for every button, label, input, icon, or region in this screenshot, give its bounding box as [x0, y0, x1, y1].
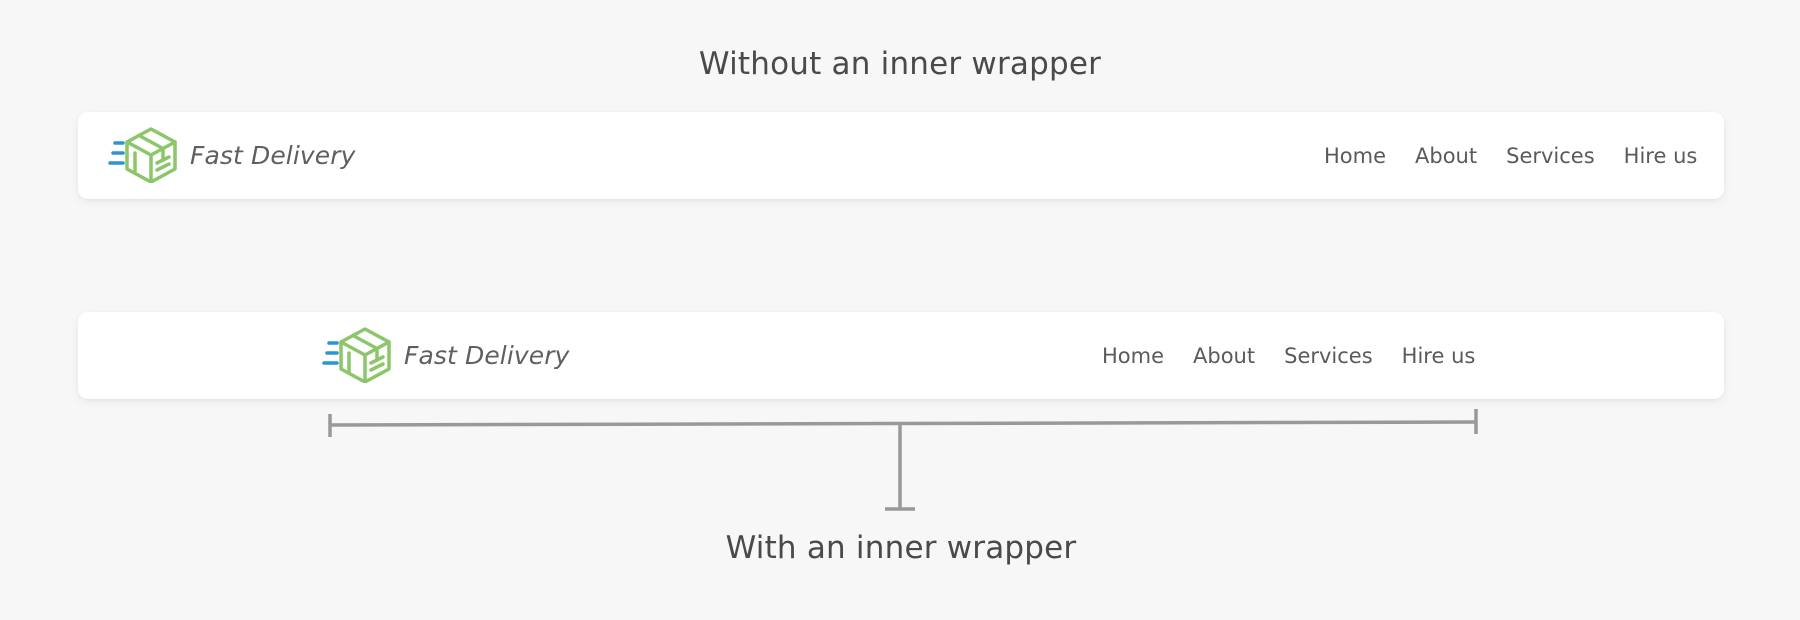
nav-services-link[interactable]: Services: [1284, 343, 1373, 368]
nav-hire-us-link[interactable]: Hire us: [1401, 343, 1476, 368]
delivery-box-icon: [322, 327, 394, 383]
caption-with-inner-wrapper: With an inner wrapper: [725, 530, 1077, 566]
brand-name: Fast Delivery: [404, 340, 570, 370]
nav-home-link[interactable]: Home: [1324, 143, 1387, 168]
nav-menu: Home About Services Hire us: [1102, 312, 1475, 399]
navbar-without-wrapper: Fast Delivery Home About Services Hire u…: [78, 112, 1724, 199]
nav-about-link[interactable]: About: [1415, 143, 1478, 168]
nav-services-link[interactable]: Services: [1506, 143, 1595, 168]
bracket-horizontal-line: [328, 420, 1478, 427]
nav-hire-us-link[interactable]: Hire us: [1623, 143, 1698, 168]
brand-logo[interactable]: Fast Delivery: [322, 327, 570, 383]
delivery-box-icon: [108, 127, 180, 183]
navbar-with-wrapper: Fast Delivery Home About Services Hire u…: [78, 312, 1724, 399]
brand-logo[interactable]: Fast Delivery: [108, 127, 356, 183]
caption-without-inner-wrapper: Without an inner wrapper: [698, 46, 1102, 82]
nav-home-link[interactable]: Home: [1102, 343, 1165, 368]
brand-name: Fast Delivery: [190, 140, 356, 170]
nav-about-link[interactable]: About: [1193, 343, 1256, 368]
nav-menu: Home About Services Hire us: [1324, 112, 1697, 199]
